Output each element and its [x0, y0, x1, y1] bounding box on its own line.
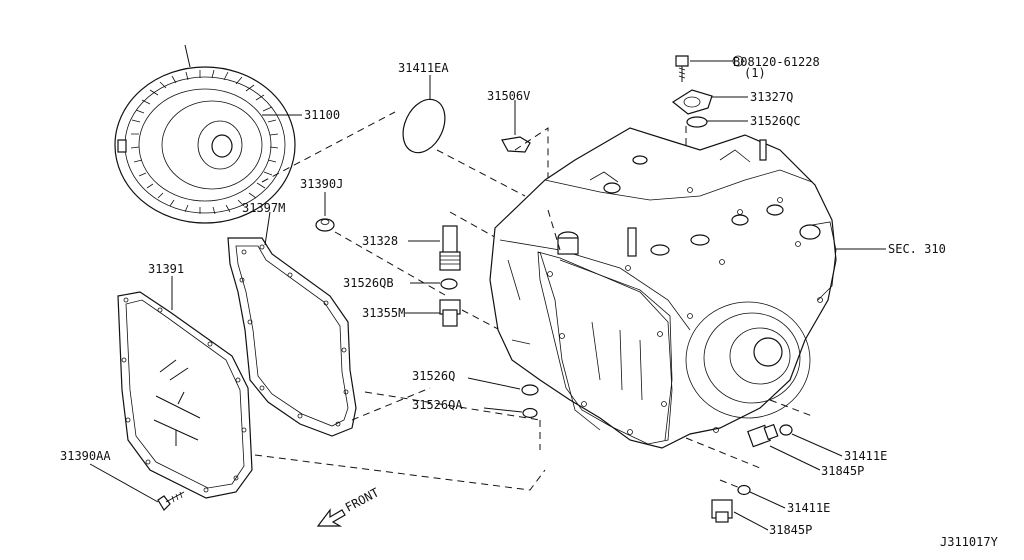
- label-bolt-qty: (1): [744, 66, 766, 80]
- part-31355M[interactable]: [439, 299, 461, 327]
- label-31355M: 31355M: [362, 306, 405, 320]
- label-31328: 31328: [362, 234, 398, 248]
- label-31390AA: 31390AA: [60, 449, 111, 463]
- label-31390J: 31390J: [300, 177, 343, 191]
- part-31327Q[interactable]: [671, 89, 713, 115]
- plug-31845P-upper[interactable]: [747, 423, 779, 448]
- seal-31526Q[interactable]: [521, 384, 539, 396]
- label-bolt-ref: B08120-61228: [733, 55, 820, 69]
- label-31411EA: 31411EA: [398, 61, 449, 75]
- bolt-31390AA[interactable]: [157, 491, 185, 511]
- label-31397M: 31397M: [242, 201, 285, 215]
- o-ring-31411E-lower[interactable]: [737, 484, 751, 496]
- label-31327Q: 31327Q: [750, 90, 793, 104]
- label-31526QB: 31526QB: [343, 276, 394, 290]
- part-31328[interactable]: [439, 225, 461, 271]
- torque-converter[interactable]: [114, 44, 296, 224]
- label-front: FRONT: [343, 485, 381, 514]
- label-31526QA: 31526QA: [412, 398, 463, 412]
- label-31100: 31100: [304, 108, 340, 122]
- plug-31845P-lower[interactable]: [711, 499, 733, 523]
- seal-31526QA[interactable]: [522, 407, 538, 419]
- transmission-case[interactable]: [489, 127, 837, 449]
- bolt-08120-61228[interactable]: [675, 55, 689, 82]
- label-31845P-lower: 31845P: [769, 523, 812, 537]
- label-31845P-upper: 31845P: [821, 464, 864, 478]
- o-ring-31411EA[interactable]: [395, 93, 453, 160]
- seal-31526QC[interactable]: [686, 116, 708, 128]
- label-31526QC: 31526QC: [750, 114, 801, 128]
- label-31526Q: 31526Q: [412, 369, 455, 383]
- label-31506V: 31506V: [487, 89, 530, 103]
- label-sec310: SEC. 310: [888, 242, 946, 256]
- o-ring-31411E-upper[interactable]: [779, 424, 793, 436]
- label-31411E-lower: 31411E: [787, 501, 830, 515]
- catalog-id: J311017Y: [940, 535, 999, 549]
- oil-pan-31391[interactable]: [117, 291, 253, 499]
- part-31506V[interactable]: [501, 136, 531, 153]
- seal-31526QB[interactable]: [440, 278, 458, 290]
- gasket-31397M[interactable]: [227, 237, 357, 437]
- front-arrow-icon: [316, 508, 346, 527]
- label-31411E-upper: 31411E: [844, 449, 887, 463]
- label-31391: 31391: [148, 262, 184, 276]
- part-31390J[interactable]: [315, 218, 335, 232]
